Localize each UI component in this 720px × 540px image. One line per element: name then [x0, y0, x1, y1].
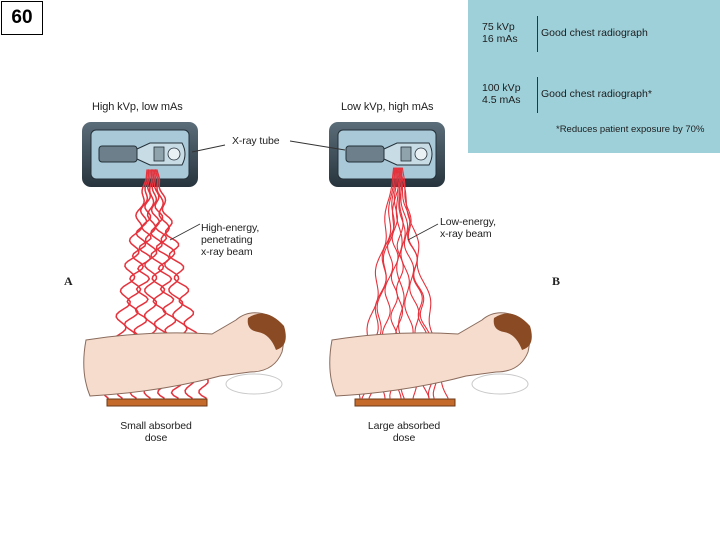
xray-tube-label: X-ray tube [232, 135, 280, 147]
beam-label-line: penetrating [201, 234, 253, 246]
panel-b-dose-label: Large absorbed dose [352, 420, 456, 444]
dose-label-line: Large absorbed [367, 420, 441, 432]
mas-value: 16 mAs [482, 33, 518, 45]
panel-a-letter: A [64, 274, 73, 288]
beam-label-line: Low-energy, [440, 216, 496, 228]
panel-a-dose-label: Small absorbed dose [104, 420, 208, 444]
patient-b [329, 312, 532, 407]
exposure-comparison-panel: 75 kVp 16 mAs Good chest radiograph 100 … [468, 0, 720, 153]
dose-label-line: dose [144, 432, 168, 444]
dose-label-line: Small absorbed [120, 420, 192, 432]
leader-lines [169, 140, 439, 241]
beam-label-line: x-ray beam [440, 228, 492, 240]
bracket [537, 16, 538, 52]
dose-label-line: dose [392, 432, 416, 444]
result-text: Good chest radiograph [541, 27, 648, 39]
panel-a-beam-label: High-energy, penetrating x-ray beam [201, 222, 259, 258]
panel-b-letter: B [552, 274, 561, 288]
kvp-value: 75 kVp [482, 21, 515, 33]
kvp-value: 100 kVp [482, 82, 521, 94]
panel-b-title: Low kVp, high mAs [341, 101, 434, 113]
patient-a [83, 312, 286, 407]
footnote: *Reduces patient exposure by 70% [556, 124, 705, 135]
exposure-settings: 100 kVp 4.5 mAs [482, 82, 536, 106]
xray-tube-b [329, 122, 445, 187]
panel-b-beam-label: Low-energy, x-ray beam [440, 216, 496, 240]
panel-a-title: High kVp, low mAs [92, 101, 183, 113]
bracket [537, 77, 538, 113]
mas-value: 4.5 mAs [482, 94, 521, 106]
exposure-settings: 75 kVp 16 mAs [482, 21, 536, 45]
result-text: Good chest radiograph* [541, 88, 652, 100]
slide-number: 60 [1, 1, 43, 35]
beam-label-line: High-energy, [201, 222, 260, 234]
beam-label-line: x-ray beam [201, 246, 253, 258]
xray-tube-a [82, 122, 198, 187]
